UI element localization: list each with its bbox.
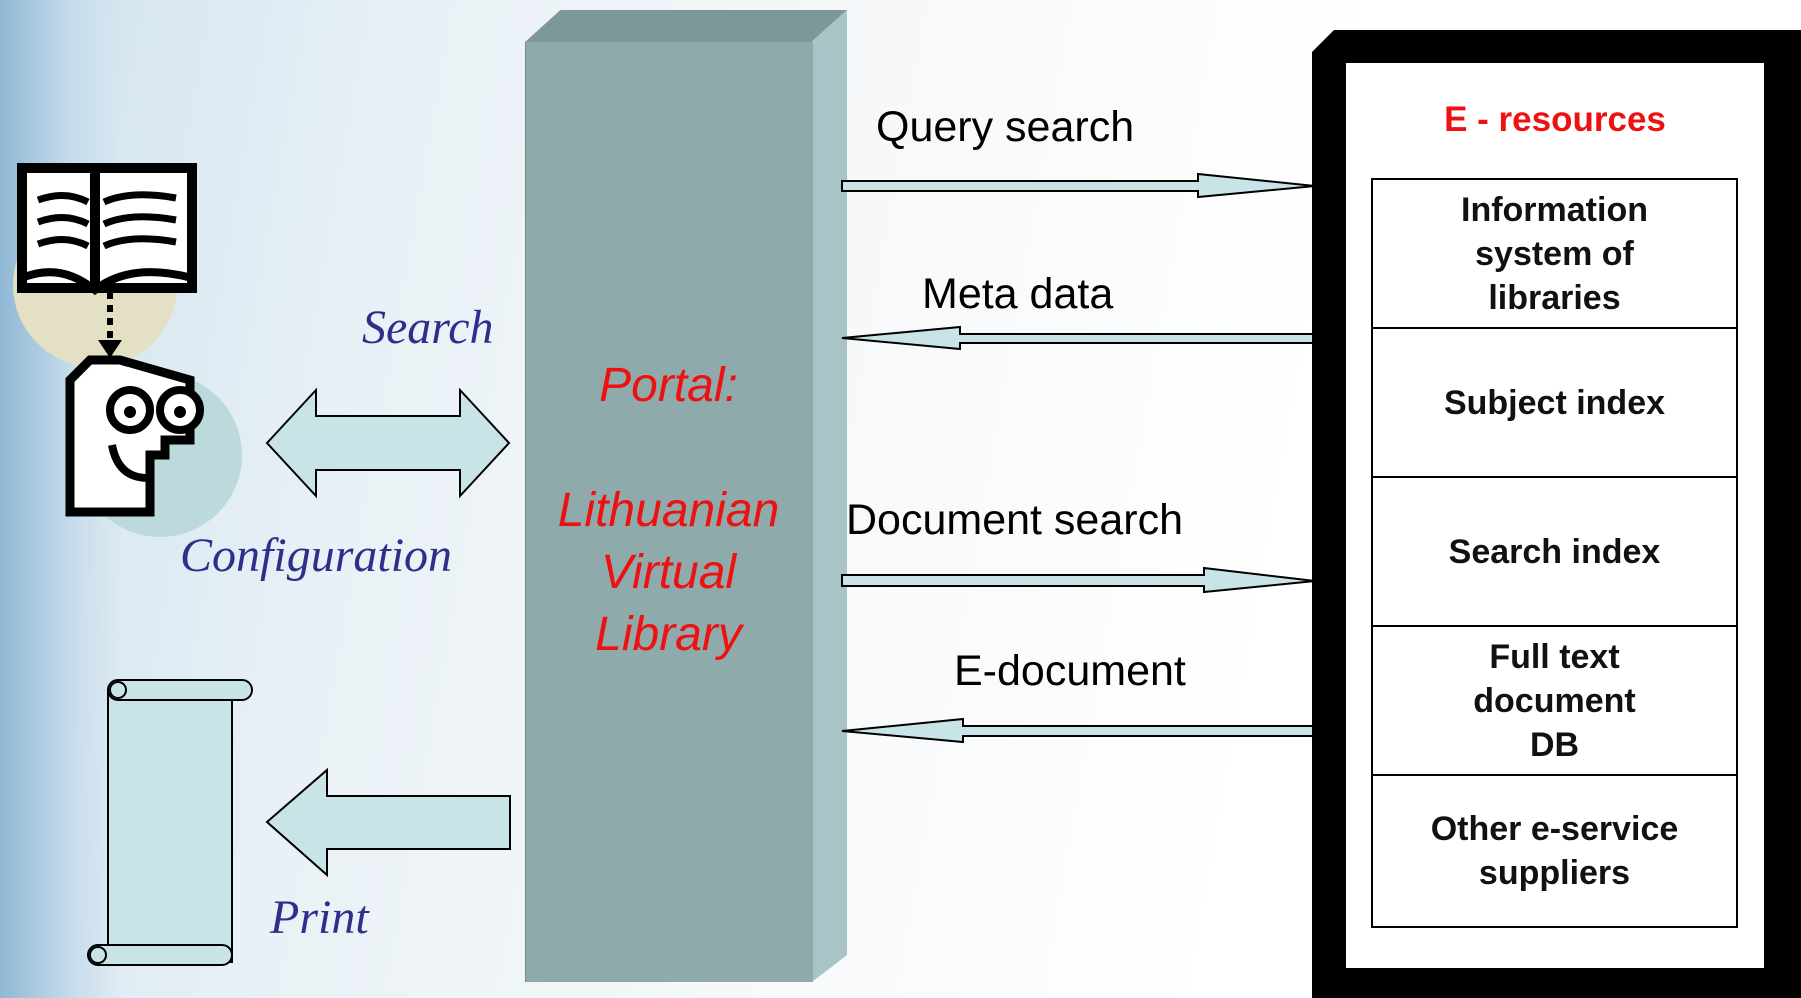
query-search-label: Query search [876, 103, 1135, 151]
portal-pillar-side [812, 10, 847, 982]
e-document-arrow [841, 717, 1328, 744]
portal-name-line-2: Virtual [600, 546, 737, 599]
resource-item-search-index: Search index [1373, 478, 1736, 627]
resource-item-label: Subject index [1443, 383, 1666, 422]
e-document-label: E-document [954, 647, 1186, 695]
print-arrow [265, 767, 511, 878]
printed-scroll-icon [87, 679, 253, 966]
document-search-label: Document search [846, 496, 1183, 544]
configuration-label: Configuration [180, 529, 453, 582]
document-search-arrow [841, 566, 1316, 594]
meta-data-arrow [841, 325, 1328, 351]
resource-item-label: Information system of libraries [1461, 190, 1648, 317]
resource-item-full-text-db: Full text document DB [1373, 627, 1736, 776]
portal-name-line-1: Lithuanian [557, 484, 780, 537]
resource-item-other-suppliers: Other e-service suppliers [1373, 776, 1736, 926]
search-label: Search [362, 301, 494, 354]
resource-item-information-system: Information system of libraries [1373, 180, 1736, 329]
e-resources-title: E - resources [1444, 100, 1666, 139]
book-reader-icon [13, 163, 242, 537]
query-search-arrow [841, 172, 1316, 199]
portal-title: Portal: [599, 359, 738, 412]
resource-item-subject-index: Subject index [1373, 329, 1736, 478]
print-label: Print [270, 891, 369, 944]
portal-name-line-3: Library [595, 608, 742, 661]
meta-data-label: Meta data [922, 270, 1114, 318]
portal-pillar [525, 42, 813, 982]
resource-item-label: Other e-service suppliers [1430, 810, 1679, 892]
portal-pillar-top [525, 10, 847, 42]
e-resources-list: Information system of libraries Subject … [1371, 178, 1738, 928]
resource-item-label: Full text document DB [1473, 637, 1636, 764]
search-configuration-double-arrow [265, 387, 511, 499]
resource-item-label: Search index [1448, 532, 1661, 571]
